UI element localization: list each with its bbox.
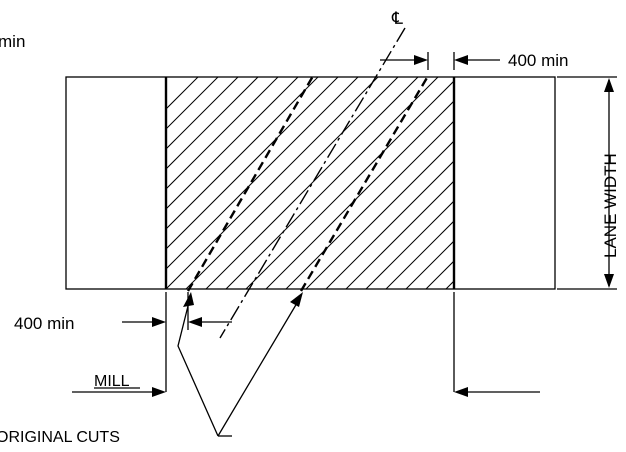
mill-leader bbox=[72, 387, 166, 397]
top-dimension-label: 400 min bbox=[508, 51, 568, 70]
left-dimension bbox=[122, 317, 232, 327]
road-slab-outline bbox=[65, 76, 556, 290]
centerline-symbol: ℄ bbox=[391, 9, 403, 28]
section-arrow-right bbox=[454, 387, 540, 397]
original-cut-right bbox=[299, 75, 430, 292]
left-dimension-label: 400 min bbox=[14, 314, 74, 333]
original-cuts-leader bbox=[177, 292, 303, 437]
lane-width-label: LANE WIDTH bbox=[601, 153, 620, 258]
top-dimension bbox=[380, 52, 500, 70]
top-left-fragment-label: min bbox=[0, 32, 25, 51]
mill-label: MILL bbox=[94, 373, 130, 390]
original-cuts-label: ORIGINAL CUTS bbox=[0, 429, 120, 446]
lane-width-dimension bbox=[557, 76, 617, 290]
milled-area-hatch bbox=[166, 77, 454, 289]
centerline bbox=[219, 27, 406, 339]
